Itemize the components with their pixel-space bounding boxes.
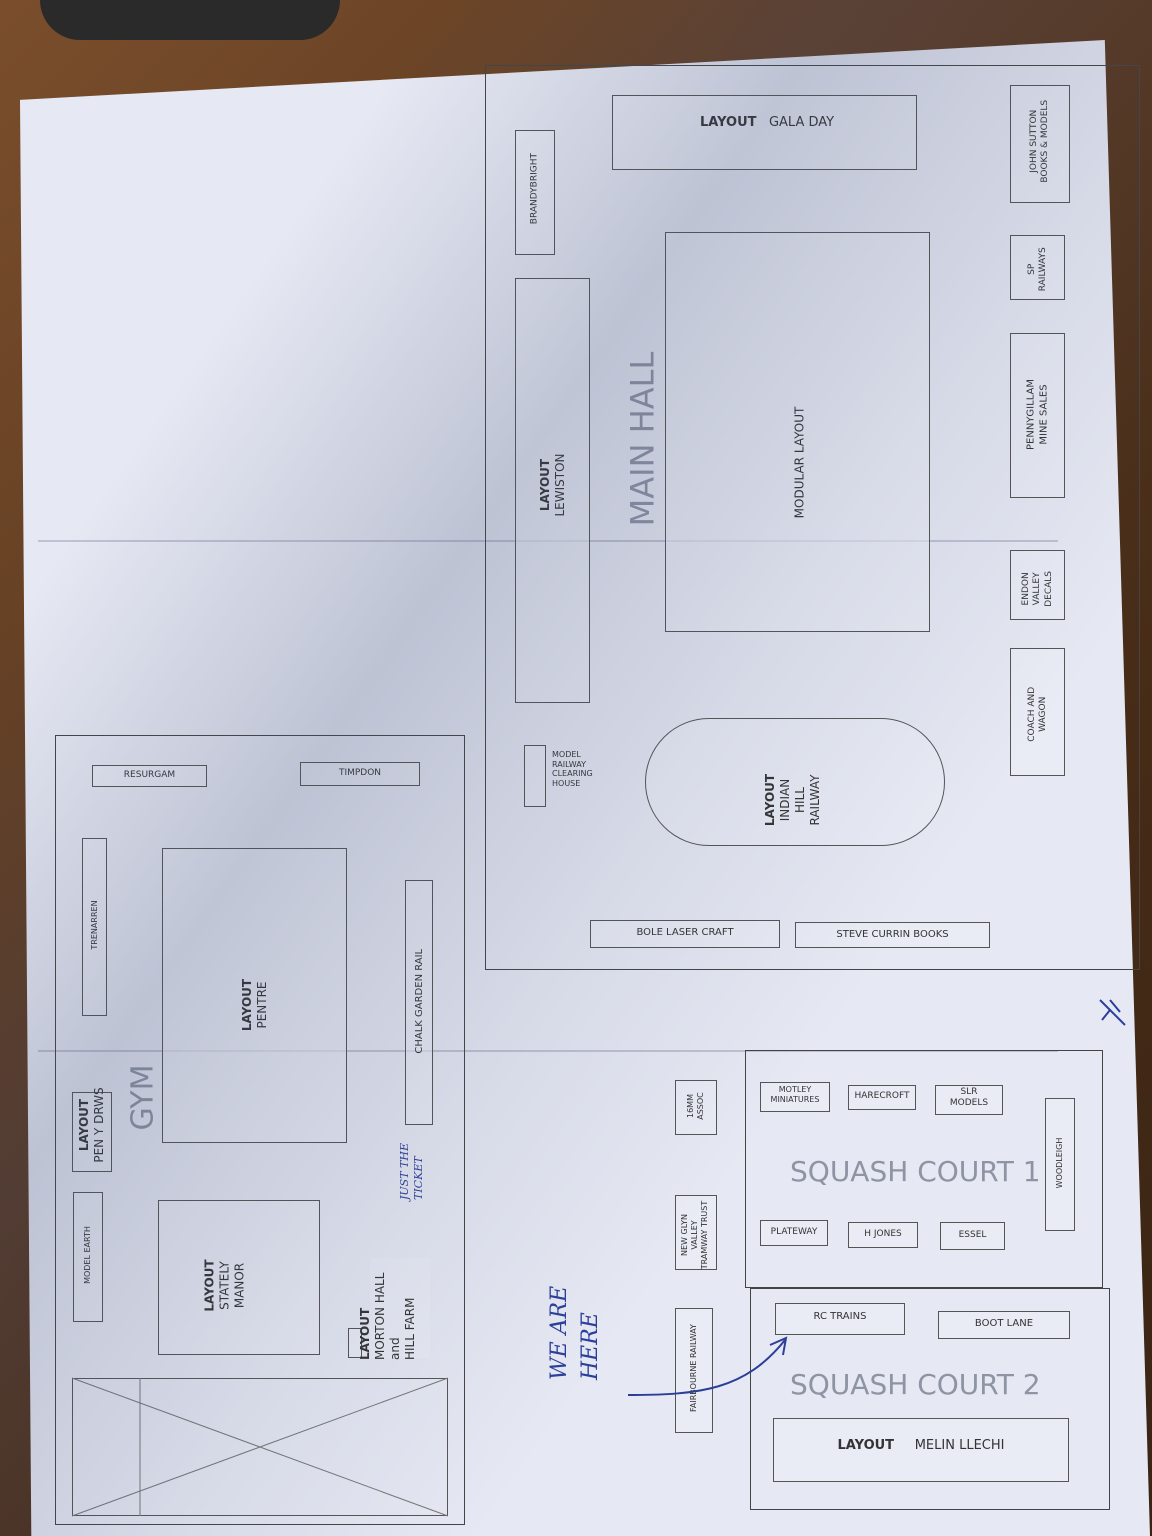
morton-hall-area (370, 1258, 430, 1358)
fairbourne-stall (675, 1308, 713, 1433)
boot-lane-label: BOOT LANE (974, 1318, 1034, 1329)
gala-day-layout (612, 95, 917, 170)
modular-layout (665, 232, 930, 632)
coach-wagon-stall (1010, 648, 1065, 776)
trenarren-stall (82, 838, 107, 1016)
brandybright-stall (515, 130, 555, 255)
main-hall-outline (485, 65, 1140, 970)
squash-court-2-title: SQUASH COURT 2 (790, 1368, 1041, 1401)
clearing-house-stall (524, 745, 546, 807)
assoc-stall (675, 1080, 717, 1135)
dark-object (40, 0, 340, 40)
chalk-garden-stall (405, 880, 433, 1125)
harecroft-stall (848, 1085, 916, 1110)
small-stall (348, 1328, 362, 1358)
indian-hill-layout (645, 718, 945, 846)
harecroft-label: HARECROFT (854, 1091, 910, 1101)
timpdon-label: TIMPDON (338, 768, 382, 778)
bole-laser-label: BOLE LASER CRAFT (636, 927, 734, 938)
john-sutton-stall (1010, 85, 1070, 203)
pen-y-drws-layout (72, 1092, 112, 1172)
rc-trains-label: RC TRAINS (813, 1311, 867, 1322)
stately-manor-layout (158, 1200, 320, 1355)
plateway-label: PLATEWAY (770, 1227, 818, 1237)
model-earth-stall (73, 1192, 103, 1322)
woodleigh-stall (1045, 1098, 1075, 1231)
endon-valley-stall (1010, 550, 1065, 620)
timpdon-stall (300, 762, 420, 786)
fold-line (38, 1050, 1058, 1052)
lewiston-layout (515, 278, 590, 703)
gym-outline (55, 735, 465, 1525)
h-jones-stall (848, 1222, 918, 1248)
squash-court-2-outline (750, 1288, 1110, 1510)
gala-day-label: LAYOUT GALA DAY (700, 115, 835, 130)
steve-currin-stall (795, 922, 990, 948)
resurgam-label: RESURGAM (123, 770, 176, 780)
storage-area (72, 1378, 448, 1516)
bole-laser-stall (590, 920, 780, 948)
melin-llechi-label: LAYOUT MELIN LLECHI (837, 1438, 1005, 1453)
rc-trains-stall (775, 1303, 905, 1335)
slr-stall (935, 1085, 1003, 1115)
melin-llechi-layout (773, 1418, 1069, 1482)
sp-railways-stall (1010, 235, 1065, 300)
steve-currin-label: STEVE CURRIN BOOKS (836, 929, 949, 940)
essel-stall (940, 1222, 1005, 1250)
boot-lane-stall (938, 1311, 1070, 1339)
motley-stall (760, 1082, 830, 1112)
squash-court-1-outline (745, 1050, 1103, 1288)
essel-label: ESSEL (958, 1230, 987, 1240)
squash-court-1-title: SQUASH COURT 1 (790, 1155, 1041, 1188)
plateway-stall (760, 1220, 828, 1246)
pentre-layout (162, 848, 347, 1143)
resurgam-stall (92, 765, 207, 787)
pennygillam-stall (1010, 333, 1065, 498)
new-glyn-stall (675, 1195, 717, 1270)
h-jones-label: H JONES (864, 1229, 902, 1239)
